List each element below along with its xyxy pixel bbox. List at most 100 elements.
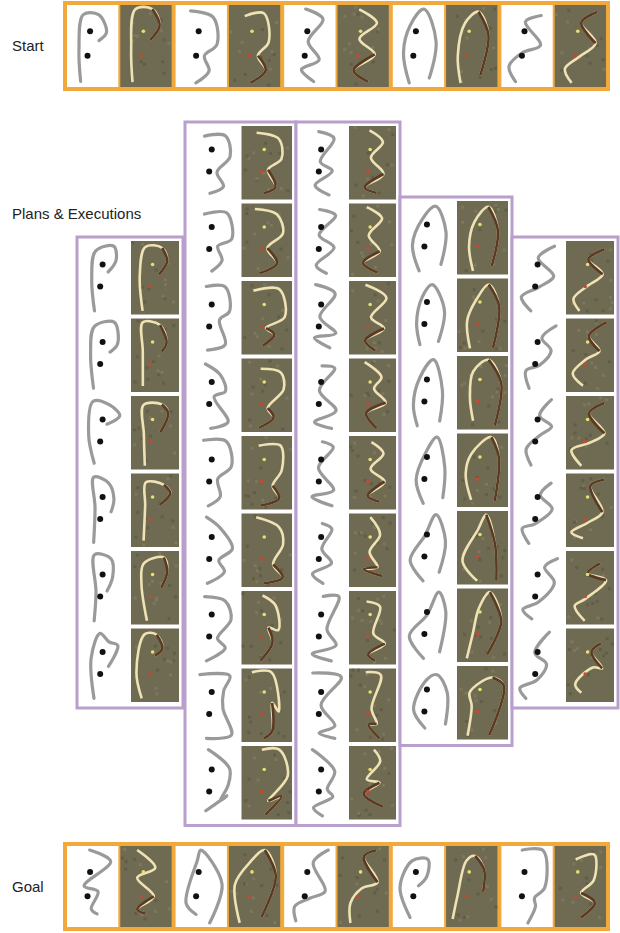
photo-texture — [253, 233, 256, 236]
photo-texture — [389, 522, 392, 525]
sketch-panel — [189, 126, 240, 200]
photo-texture — [252, 877, 255, 880]
sketch-panel — [81, 319, 129, 393]
rope-sketch — [200, 674, 232, 739]
photo-texture — [260, 609, 263, 612]
marker-dot — [97, 439, 103, 445]
photo-texture — [480, 700, 483, 703]
photo-texture — [609, 279, 612, 282]
photo-texture — [133, 565, 136, 568]
marker-dot — [576, 29, 580, 33]
photo-texture — [461, 206, 464, 209]
photo-texture — [353, 496, 356, 499]
goal-strip — [63, 842, 610, 931]
photo-texture — [169, 424, 172, 427]
photo-texture — [470, 651, 473, 654]
rope — [255, 209, 283, 273]
photo-texture — [241, 41, 244, 44]
photo-texture — [473, 288, 476, 291]
photo-texture — [285, 328, 288, 331]
marker-dot — [366, 247, 370, 251]
photo-texture — [559, 887, 562, 890]
photo-texture — [255, 611, 258, 614]
rope — [468, 677, 505, 735]
marker-dot — [583, 595, 587, 599]
photo-texture — [495, 347, 498, 350]
photo-texture — [245, 212, 248, 215]
sketch-panel — [176, 846, 227, 927]
sketch-panel — [516, 319, 564, 393]
marker-dot — [262, 225, 266, 229]
photo-texture — [270, 867, 273, 870]
rope — [366, 672, 382, 738]
photo-texture — [368, 783, 371, 786]
rope-dark — [159, 485, 170, 505]
photo-texture — [470, 502, 473, 505]
photo-texture — [149, 12, 152, 15]
photo-texture — [383, 542, 386, 545]
photo-texture — [362, 194, 365, 197]
photo-texture — [570, 436, 573, 439]
photo-texture — [589, 62, 592, 65]
photo-texture — [503, 320, 506, 323]
photo-texture — [484, 856, 487, 859]
photo-texture — [477, 550, 480, 553]
photo-texture — [500, 446, 503, 449]
photo-panel — [131, 241, 179, 315]
marker-dot — [87, 28, 93, 34]
photo-texture — [603, 68, 606, 71]
rope — [131, 7, 160, 82]
photo-texture — [365, 809, 368, 812]
marker-dot — [100, 649, 106, 655]
marker-dot — [206, 324, 212, 330]
rope-sketch — [205, 597, 232, 661]
rope-sketch — [91, 633, 118, 698]
photo-texture — [264, 383, 267, 386]
marker-dot — [583, 672, 587, 676]
marker-dot — [262, 303, 266, 307]
photo-texture — [597, 616, 600, 619]
rope — [453, 856, 485, 919]
photo-texture — [497, 208, 500, 211]
sketch-panel — [516, 396, 564, 470]
rope-sketch — [91, 321, 119, 388]
photo-panel — [566, 241, 614, 315]
photo-texture — [155, 269, 158, 272]
photo-texture — [360, 251, 363, 254]
photo-texture — [499, 347, 502, 350]
photo-texture — [485, 483, 488, 486]
photo-texture — [229, 30, 232, 33]
photo-texture — [151, 580, 154, 583]
photo-texture — [174, 595, 177, 598]
photo-texture — [244, 799, 247, 802]
sketch-panel — [81, 629, 129, 703]
photo-texture — [132, 241, 135, 244]
sketch-panel — [300, 514, 347, 588]
photo-texture — [170, 661, 173, 664]
marker-dot — [87, 869, 93, 875]
photo-texture — [589, 434, 592, 437]
rope-dark — [259, 408, 274, 428]
marker-dot — [248, 54, 252, 58]
sketch-panel — [501, 5, 552, 87]
photo-texture — [383, 858, 386, 861]
photo-panel — [457, 511, 508, 585]
photo-texture — [378, 619, 381, 622]
photo-panel — [242, 669, 293, 743]
marker-dot — [100, 494, 106, 500]
photo-texture — [155, 598, 158, 601]
rope — [571, 403, 604, 466]
rope-dark — [581, 12, 597, 43]
rope — [470, 360, 502, 426]
photo-texture — [171, 519, 174, 522]
photo-texture — [457, 330, 460, 333]
rope — [571, 480, 604, 538]
marker-dot — [302, 53, 308, 59]
photo-texture — [492, 656, 495, 659]
photo-texture — [286, 189, 289, 192]
marker-dot — [209, 534, 215, 540]
rope — [573, 322, 607, 385]
rope-dark — [159, 248, 167, 275]
photo-texture — [356, 728, 359, 731]
photo-texture — [489, 26, 492, 29]
